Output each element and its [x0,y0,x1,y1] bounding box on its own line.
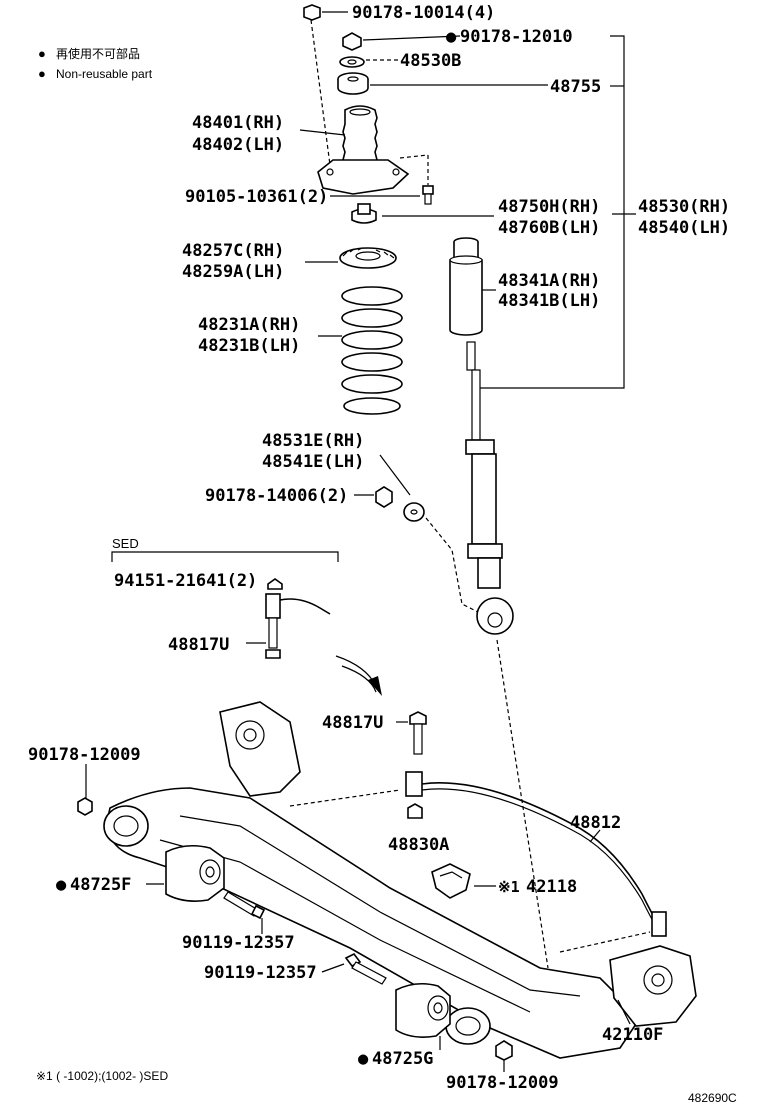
direction-arrow [335,655,382,696]
label-90178-12010: 90178-12010 [460,27,573,47]
label-90119-12357-a: 90119-12357 [182,933,295,953]
label-94151-21641: 94151-21641(2) [114,571,257,591]
label-48257C: 48257C(RH) [182,241,284,261]
upper-insulator-48750H [351,203,494,224]
legend-bullet-en: ● [38,66,46,81]
label-48402: 48402(LH) [192,135,284,155]
sed-bracket [111,551,339,562]
bumper-48341A [449,237,496,336]
legend-text-en: Non-reusable part [56,67,153,81]
stabilizer-bar-48812 [405,771,667,937]
stabilizer-link-48817U-lower [396,711,427,755]
label-42118: 42118 [526,877,577,897]
label-48259A: 48259A(LH) [182,262,284,282]
label-48531E: 48531E(RH) [262,431,364,451]
label-90105-10361: 90105-10361(2) [185,187,328,207]
label-48341A: 48341A(RH) [498,271,600,291]
lower-insulator-48531E [379,454,479,613]
coil-spring-48231A [318,286,403,415]
label-42110F: 42110F [602,1025,663,1045]
label-48341B: 48341B(LH) [498,291,600,311]
label-48817U-a: 48817U [168,635,229,655]
bushing-48755 [337,72,548,95]
stabilizer-link-48817U-upper [246,593,331,659]
washer-48530B [339,56,398,68]
label-48817U-b: 48817U [322,713,383,733]
label-48530: 48530(RH) [638,197,730,217]
legend: ● 再使用不可部品 ● Non-reusable part [38,46,153,81]
label-48541E: 48541E(LH) [262,452,364,472]
assembly-bracket [480,35,625,389]
bolt-90105-10361 [330,154,434,205]
non-reusable-mark-12010: ● [446,27,457,47]
footnote: ※1 ( -1002);(1002- )SED [36,1069,168,1083]
label-90178-14006: 90178-14006(2) [205,486,348,506]
nut-90178-12009-a [77,764,93,816]
bolt-90119-12357-a [223,891,266,934]
shock-absorber [465,341,514,635]
label-48830A: 48830A [388,835,449,855]
label-sed: SED [112,536,139,551]
label-48750H: 48750H(RH) [498,197,600,217]
non-reusable-mark-48725F: ● [56,875,67,895]
label-48530B: 48530B [400,51,461,71]
label-90178-12009-a: 90178-12009 [28,745,141,765]
legend-text-ja: 再使用不可部品 [56,46,140,61]
label-90119-12357-b: 90119-12357 [204,963,317,983]
label-48231A: 48231A(RH) [198,315,300,335]
label-48812: 48812 [570,813,621,833]
label-48725G: 48725G [372,1049,433,1069]
nut-90178-14006 [354,486,393,508]
rear-axle-beam-42110F [103,639,697,1059]
label-42118-prefix: ※1 [498,878,520,896]
label-48540: 48540(LH) [638,218,730,238]
label-48231B: 48231B(LH) [198,336,300,356]
label-48725F: 48725F [70,875,131,895]
nut-94151-21641 [267,578,283,590]
label-48760B: 48760B(LH) [498,218,600,238]
bolt-90119-12357-b [321,952,387,985]
bracket-42118 [431,863,496,899]
label-48755: 48755 [550,77,601,97]
nut-90178-12010 [342,32,461,51]
label-90178-10014: 90178-10014(4) [352,3,495,23]
spring-insulator-48257C [305,247,397,269]
label-90178-12009-b: 90178-12009 [446,1073,559,1093]
bushing-48725G [395,982,451,1050]
non-reusable-mark-48725G: ● [358,1049,369,1069]
legend-bullet-ja: ● [38,46,46,61]
bushing-48830A [407,803,423,819]
figure-id: 482690C [688,1091,737,1105]
nut-90178-10014 [303,4,348,166]
label-48401: 48401(RH) [192,113,284,133]
strut-support-48401 [299,105,410,195]
nut-90178-12009-b [495,1040,513,1072]
bushing-48725F [146,844,225,902]
